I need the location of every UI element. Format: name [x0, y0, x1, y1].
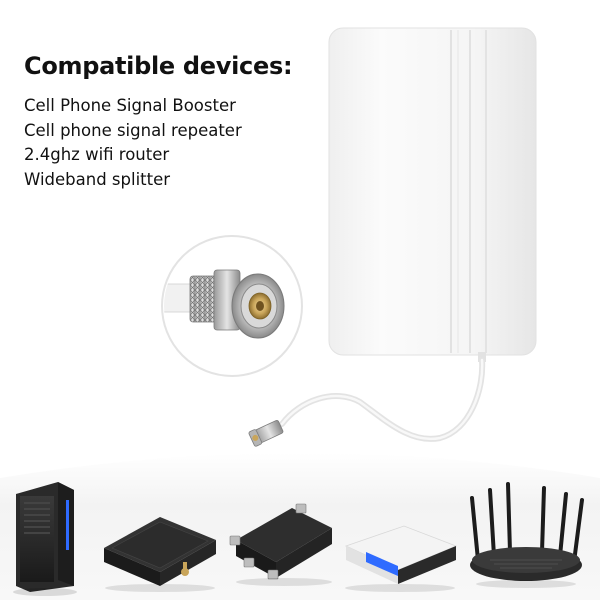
compatible-devices-heading: Compatible devices: [24, 52, 293, 80]
list-item: Wideband splitter [24, 169, 171, 189]
list-item: Cell phone signal repeater [24, 120, 242, 140]
n-connector-closeup-icon [161, 235, 303, 377]
wifi-router-icon [470, 482, 584, 588]
list-item: 2.4ghz wifi router [24, 145, 170, 164]
antenna-panel-icon [248, 27, 537, 447]
list-item: Cell Phone Signal Booster [24, 96, 236, 115]
device-list: Cell Phone Signal Booster Cell phone sig… [24, 94, 242, 192]
modem-icon [13, 482, 77, 596]
splitter-icon [229, 503, 332, 586]
router-icon [344, 525, 458, 592]
signal-booster-icon [104, 517, 216, 592]
